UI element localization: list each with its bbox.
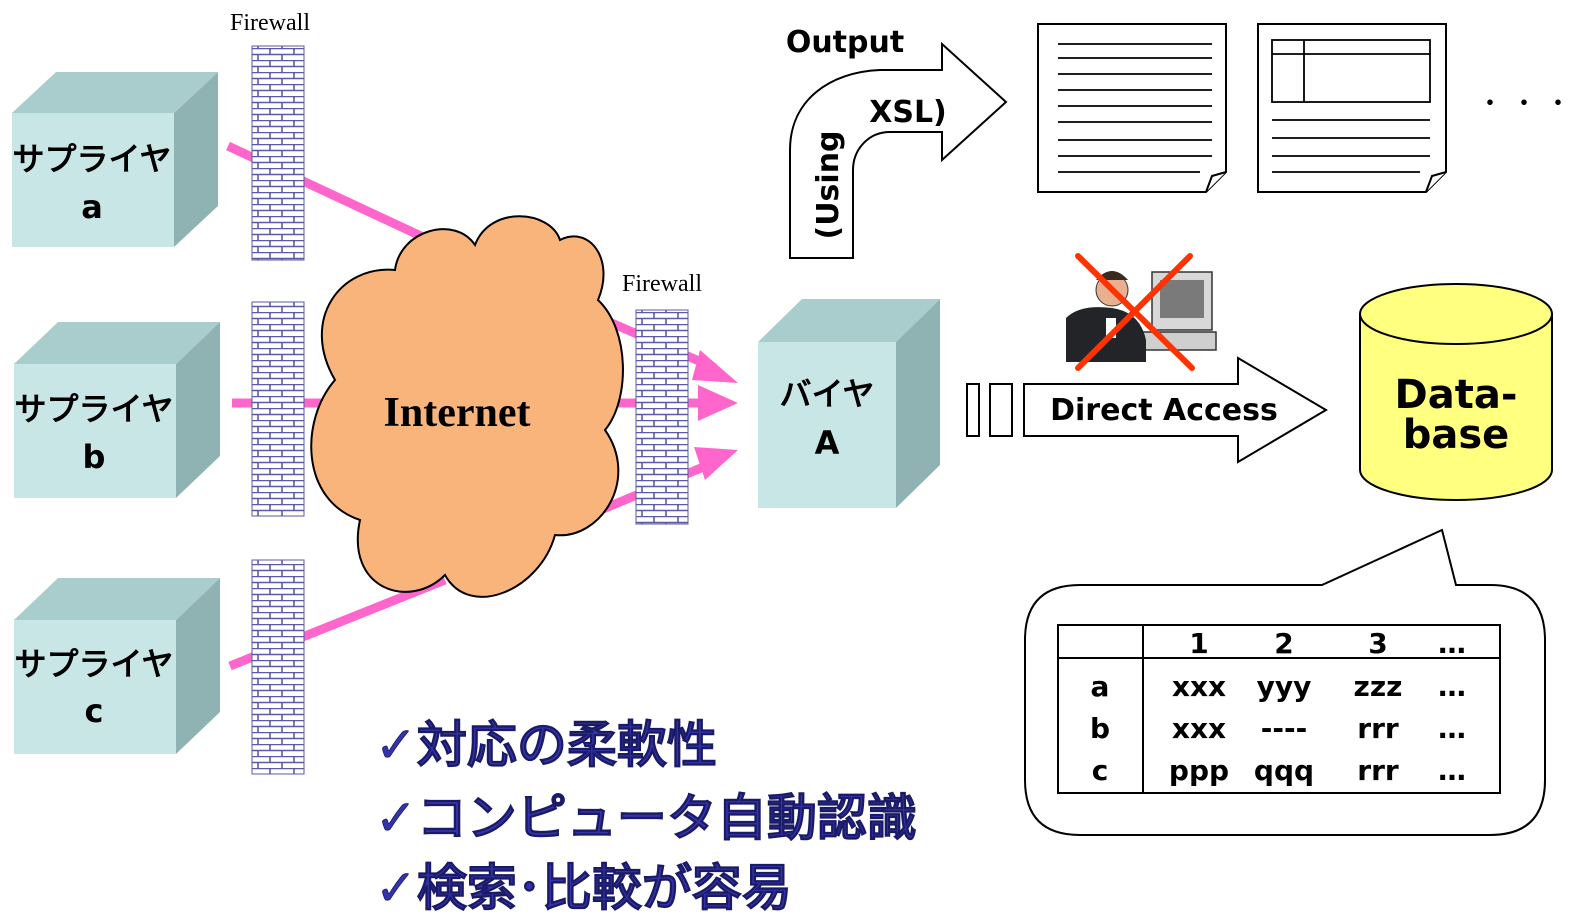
benefit-3: ✓検索･比較が容易 [375,859,792,917]
output-arrow: Output XSL) (Using [786,25,1008,259]
table-cell: rrr [1357,712,1399,745]
table-cell: ---- [1261,712,1307,745]
arrowhead-3 [694,447,738,480]
supplier-b-box: サプライヤ b [14,322,220,498]
firewall-buyer [635,309,689,525]
more-documents-ellipsis: ・・・ [1477,89,1579,119]
supplier-c-name: サプライヤ [14,645,173,683]
buyer-name: バイヤ [779,375,874,413]
blocked-cross-icon [1075,253,1195,371]
table-cell: … [1438,754,1466,787]
firewall-label-2: Firewall [622,271,702,297]
supplier-a-name: サプライヤ [12,140,171,178]
buyer-box: バイヤ A [758,299,940,508]
arrowhead-1 [692,350,738,383]
benefit-1: ✓対応の柔軟性 [375,716,717,774]
supplier-b-id: b [83,438,106,476]
supplier-a-box: サプライヤ a [12,72,218,247]
table-header-cell: … [1438,627,1466,660]
link-arrowheads [692,350,738,480]
firewall-2 [251,301,305,517]
table-cell: ppp [1169,754,1229,787]
table-cell: b [1090,712,1110,745]
table-cell: a [1091,670,1110,703]
table-header-cell: 1 [1189,627,1208,660]
database-label-line2: base [1403,412,1510,458]
table-cell: qqq [1254,754,1314,787]
database-icon: Data- base [1359,283,1553,501]
buyer-id: A [815,424,840,462]
supplier-c-box: サプライヤ c [14,578,220,754]
table-header-cell: 3 [1368,627,1387,660]
internet-cloud: Internet [310,215,624,598]
firewall-3 [251,559,305,775]
table-cell: zzz [1354,670,1403,703]
table-cell: xxx [1172,670,1226,703]
database-label-line1: Data- [1395,372,1518,418]
firewall-label-1: Firewall [230,10,310,36]
table-cell: … [1438,712,1466,745]
benefit-2: ✓コンピュータ自動認識 [375,789,917,847]
table-cell: xxx [1172,712,1226,745]
table-cell: rrr [1357,754,1399,787]
output-title: Output [786,25,904,60]
supplier-a-id: a [81,188,103,226]
direct-access-label: Direct Access [1050,393,1278,428]
supplier-b-name: サプライヤ [14,390,173,428]
firewall-1 [251,45,305,261]
table-header-cell: 2 [1274,627,1293,660]
table-cell: … [1438,670,1466,703]
document-table-icon [1257,23,1447,193]
output-xsl: XSL) [869,95,947,130]
output-using: (Using [811,130,846,239]
direct-access-arrow: Direct Access [966,356,1328,464]
internet-label: Internet [384,390,531,436]
supplier-c-id: c [85,692,104,730]
benefits-list: ✓対応の柔軟性 ✓コンピュータ自動認識 ✓検索･比較が容易 [375,716,918,918]
document-text-icon [1037,23,1227,193]
table-cell: yyy [1257,670,1312,703]
table-cell: c [1092,754,1109,787]
arrowhead-2 [698,385,738,421]
